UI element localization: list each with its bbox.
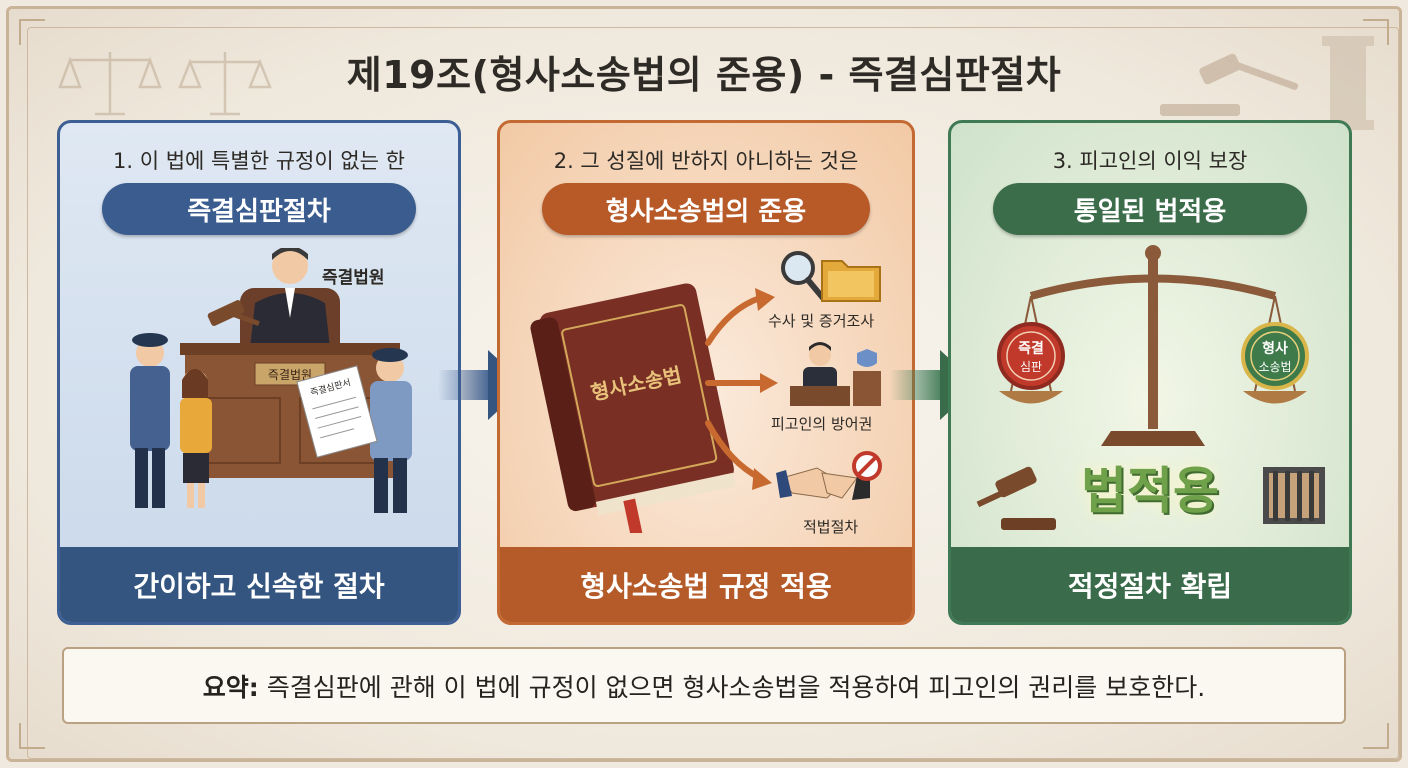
panel-top-label: 1. 이 법에 특별한 규정이 없는 한 — [113, 149, 405, 173]
panel-bottom-band: 적정절차 확립 — [951, 547, 1349, 622]
handshake-icon — [776, 451, 882, 500]
item-label: 피고인의 방어권 — [771, 415, 873, 433]
inner-frame — [27, 27, 1399, 759]
panel-bottom-band: 형사소송법 규정 적용 — [500, 547, 912, 622]
panel-top-label: 3. 피고인의 이익 보장 — [1052, 149, 1248, 173]
page-title: 제19조(형사소송법의 준용) - 즉결심판절차 — [346, 53, 1062, 97]
summary-box: 요약: 즉결심판에 관해 이 법에 규정이 없으면 형사소송법을 적용하여 피고… — [62, 647, 1346, 724]
seal-text: 소송법 — [1258, 360, 1291, 374]
bench-sign: 즉결법원 — [268, 368, 312, 382]
center-text: 법적용 — [1081, 462, 1219, 520]
cell-icon — [1263, 467, 1325, 524]
defendant-icon — [790, 342, 881, 406]
courtroom-illustration: 즉결법원 즉결심판서 — [130, 248, 412, 513]
seal-text: 즉결 — [1018, 340, 1044, 357]
frame-corner — [19, 723, 45, 749]
gavel-icon — [1160, 53, 1299, 116]
magnifier-icon — [781, 251, 826, 301]
panel-pill: 형사소송법의 준용 — [542, 183, 870, 235]
law-book-illustration: 형사소송법 — [530, 283, 736, 533]
summary-text: 즉결심판에 관해 이 법에 규정이 없으면 형사소송법을 적용하여 피고인의 권… — [266, 672, 1206, 702]
frame-corner — [1363, 723, 1389, 749]
scales-icon: 즉결 심판 형사 소송법 — [997, 245, 1309, 446]
panel-criminal-procedure: 2. 그 성질에 반하지 아니하는 것은 형사소송법의 준용 형사소송법 — [497, 120, 915, 625]
frame-corner — [19, 19, 45, 45]
court-label: 즉결법원 — [322, 268, 385, 288]
gavel-icon — [976, 466, 1056, 530]
item-label: 수사 및 증거조사 — [768, 312, 875, 330]
panel-bottom-band: 간이하고 신속한 절차 — [60, 547, 458, 622]
panel-pill: 즉결심판절차 — [102, 183, 416, 235]
seal-text: 심판 — [1020, 360, 1042, 374]
folder-icon — [821, 260, 881, 302]
panel-unified-application: 3. 피고인의 이익 보장 통일된 법적용 즉결 심판 형사 소송법 법적용 — [948, 120, 1352, 625]
frame-corner — [1363, 19, 1389, 45]
panel-top-label: 2. 그 성질에 반하지 아니하는 것은 — [553, 149, 859, 173]
summary-label: 요약: — [202, 672, 259, 702]
scales-icon — [58, 52, 272, 116]
seal-text: 형사 — [1262, 340, 1288, 357]
panel-summary-procedure: 1. 이 법에 특별한 규정이 없는 한 즉결심판절차 즉결법원 즉결법원 — [57, 120, 461, 625]
item-label: 적법절차 — [803, 518, 859, 536]
branch-arrows — [705, 288, 778, 490]
panel-pill: 통일된 법적용 — [993, 183, 1307, 235]
